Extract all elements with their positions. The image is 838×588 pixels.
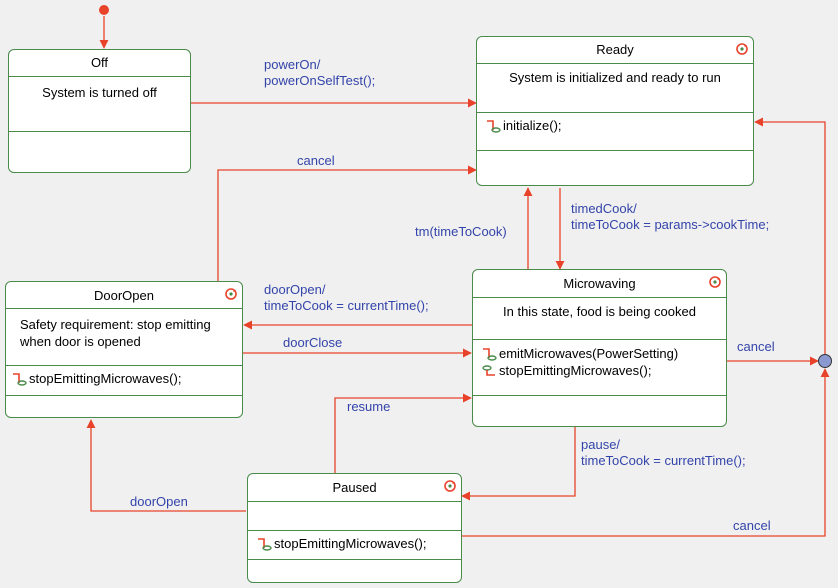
state-dooropen-action-area: stopEmittingMicrowaves(); <box>6 366 242 396</box>
action-line[interactable]: initialize(); <box>485 117 753 134</box>
exit-action-icon <box>482 364 495 376</box>
action-line[interactable]: stopEmittingMicrowaves(); <box>11 370 242 387</box>
label-cancel-dooropen: cancel <box>297 153 335 168</box>
state-paused-action-area: stopEmittingMicrowaves(); <box>248 530 461 560</box>
action-text: initialize(); <box>503 118 562 133</box>
state-ready[interactable]: Ready System is initialized and ready to… <box>476 36 754 186</box>
label-timedcook-line2: timeToCook = params->cookTime; <box>571 217 770 232</box>
cycle-icon <box>225 288 237 300</box>
state-off-title: Off <box>90 55 109 70</box>
label-timedcook-line1: timedCook/ <box>571 201 637 216</box>
transition-dooropen-paused[interactable] <box>86 419 246 512</box>
state-ready-description-area: System is initialized and ready to run <box>477 63 753 113</box>
label-pause-line1: pause/ <box>581 437 621 452</box>
state-off-header: Off <box>9 50 190 77</box>
label-dooropen-paused: doorOpen <box>130 494 188 509</box>
label-cancel-paused: cancel <box>733 518 771 533</box>
cycle-icon <box>709 276 721 288</box>
state-microwaving-header: Microwaving <box>473 270 726 298</box>
state-dooropen-description-area: Safety requirement: stop emitting when d… <box>6 308 242 366</box>
transition-junction-ready[interactable] <box>754 117 826 354</box>
action-text: stopEmittingMicrowaves(); <box>499 363 652 378</box>
label-tm: tm(timeToCook) <box>415 224 507 239</box>
action-text: emitMicrowaves(PowerSetting) <box>499 346 679 361</box>
state-microwaving-title: Microwaving <box>563 276 636 291</box>
label-poweron-line1: powerOn/ <box>264 57 321 72</box>
transition-resume[interactable] <box>334 393 472 473</box>
label-pause-line2: timeToCook = currentTime(); <box>581 453 746 468</box>
state-microwaving[interactable]: Microwaving In this state, food is being… <box>472 269 727 427</box>
label-dooropen: doorOpen/ timeToCook = currentTime(); <box>264 282 429 314</box>
label-timedcook: timedCook/ timeToCook = params->cookTime… <box>571 201 769 233</box>
state-dooropen[interactable]: DoorOpen Safety requirement: stop emitti… <box>5 281 243 418</box>
action-line[interactable]: stopEmittingMicrowaves(); <box>256 535 461 552</box>
state-dooropen-header: DoorOpen <box>6 282 242 309</box>
state-paused-description-area <box>248 501 461 531</box>
entry-action-icon <box>258 537 272 551</box>
transition-cancel-dooropen[interactable] <box>217 165 477 281</box>
state-ready-title: Ready <box>596 42 634 57</box>
state-ready-action-area: initialize(); <box>477 113 753 151</box>
label-dooropen-line1: doorOpen/ <box>264 282 326 297</box>
state-dooropen-description-line1: Safety requirement: stop emitting <box>20 317 211 332</box>
state-off-description-area: System is turned off <box>9 76 190 132</box>
state-paused[interactable]: Paused stopEmittingMicrowaves(); <box>247 473 462 583</box>
label-pause: pause/ timeToCook = currentTime(); <box>581 437 746 469</box>
state-off-description: System is turned off <box>42 85 157 100</box>
label-doorclose: doorClose <box>283 335 343 350</box>
label-poweron-line2: powerOnSelfTest(); <box>264 73 376 88</box>
label-poweron: powerOn/ powerOnSelfTest(); <box>264 57 375 89</box>
state-microwaving-description: In this state, food is being cooked <box>503 304 696 319</box>
state-dooropen-description-line2: when door is opened <box>20 334 141 349</box>
transition-pause[interactable] <box>461 427 576 501</box>
state-off-action-area <box>9 132 190 172</box>
cycle-icon <box>736 43 748 55</box>
state-dooropen-title: DoorOpen <box>94 288 154 303</box>
action-text: stopEmittingMicrowaves(); <box>29 371 182 386</box>
action-text: stopEmittingMicrowaves(); <box>274 536 427 551</box>
state-ready-header: Ready <box>477 37 753 64</box>
label-dooropen-line2: timeToCook = currentTime(); <box>264 298 429 313</box>
entry-action-icon <box>483 347 497 361</box>
state-off[interactable]: Off System is turned off <box>8 49 191 173</box>
cycle-icon <box>444 480 456 492</box>
label-resume: resume <box>347 399 391 414</box>
label-cancel-microwaving: cancel <box>737 339 775 354</box>
entry-action-icon <box>13 372 27 386</box>
transition-cancel-paused[interactable] <box>462 368 830 537</box>
initial-pseudostate <box>99 5 109 15</box>
state-paused-header: Paused <box>248 474 461 502</box>
state-paused-title: Paused <box>332 480 377 495</box>
action-line[interactable]: emitMicrowaves(PowerSetting) <box>481 345 726 362</box>
entry-action-icon <box>487 119 501 133</box>
junction-pseudostate <box>818 354 832 368</box>
state-microwaving-description-area: In this state, food is being cooked <box>473 297 726 340</box>
action-line[interactable]: stopEmittingMicrowaves(); <box>481 362 726 379</box>
state-ready-description: System is initialized and ready to run <box>509 70 721 85</box>
state-microwaving-action-area: emitMicrowaves(PowerSetting) stopEmittin… <box>473 340 726 396</box>
